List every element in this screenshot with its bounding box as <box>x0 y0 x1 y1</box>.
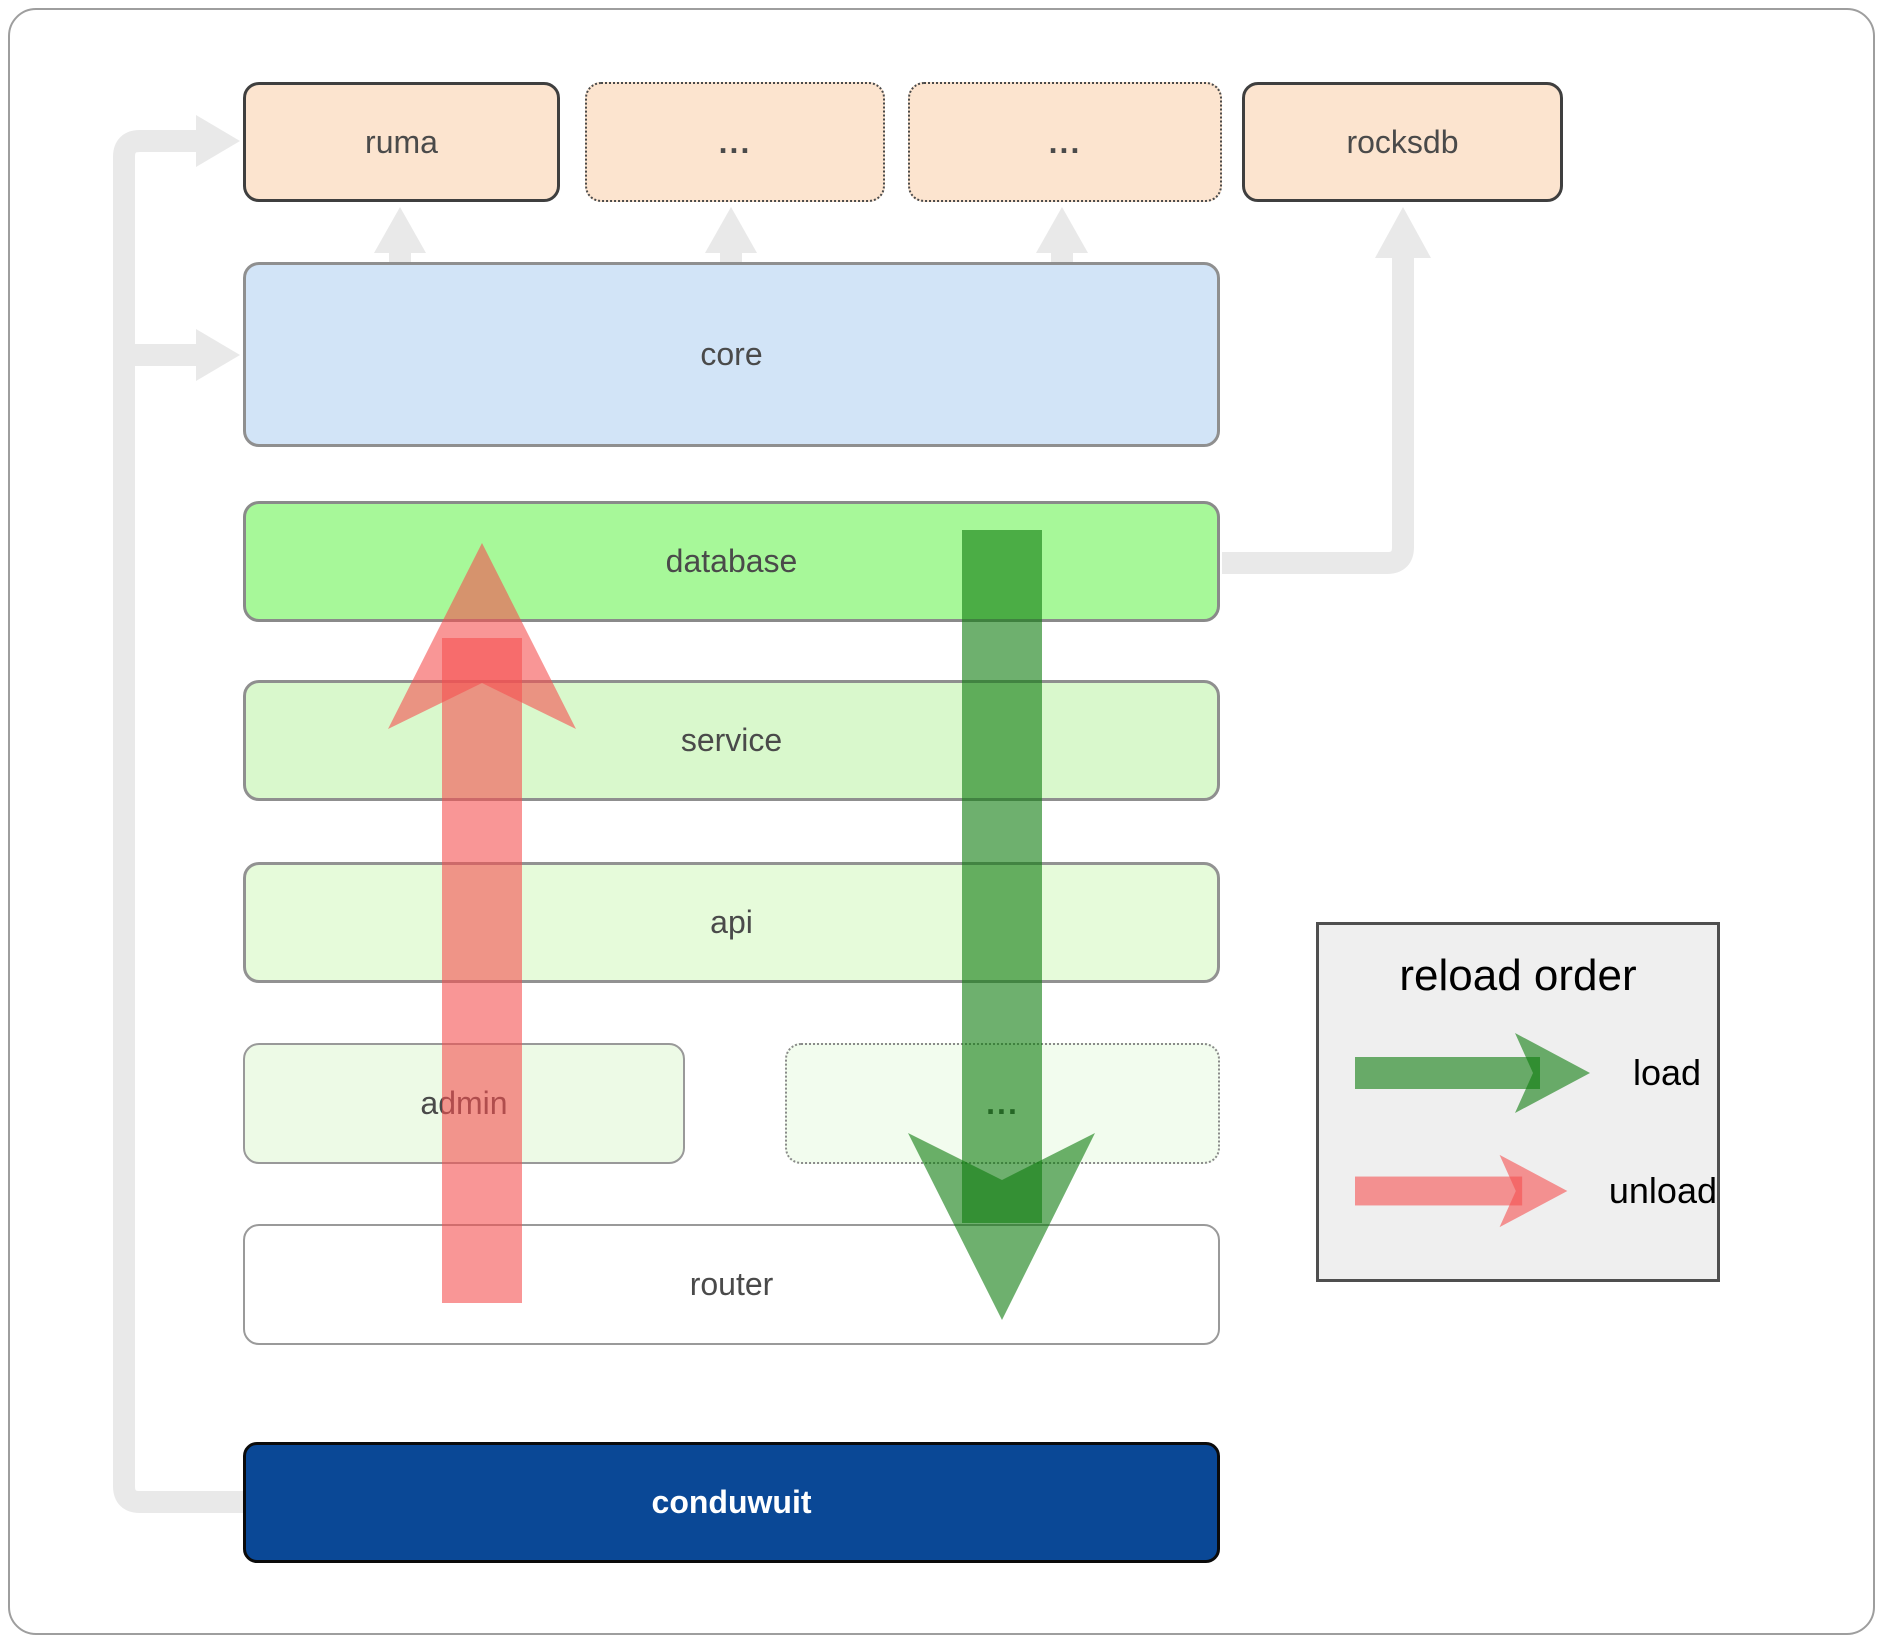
box-external-dep-1-label: ... <box>718 123 752 160</box>
box-external-dep-2: ... <box>908 82 1222 202</box>
legend-row-unload: unload <box>1319 1145 1717 1237</box>
box-ruma-label: ruma <box>365 123 438 160</box>
unload-arrow-icon <box>1355 1154 1568 1228</box>
box-rocksdb: rocksdb <box>1242 82 1563 202</box>
legend-title: reload order <box>1399 951 1637 1000</box>
box-router: router <box>243 1224 1220 1345</box>
box-external-dep-2-label: ... <box>1048 123 1082 160</box>
box-database: database <box>243 501 1220 622</box>
load-arrow-icon <box>1355 1033 1590 1113</box>
box-core-label: core <box>700 336 763 372</box>
box-admin: admin <box>243 1043 685 1164</box>
box-conduwuit: conduwuit <box>243 1442 1220 1563</box>
legend-row-load: load <box>1319 1027 1717 1119</box>
box-external-service: ... <box>785 1043 1220 1164</box>
box-ruma: ruma <box>243 82 560 202</box>
legend: reload order load unload <box>1316 922 1720 1282</box>
box-core: core <box>243 262 1220 447</box>
box-api-label: api <box>710 904 753 940</box>
box-external-dep-1: ... <box>585 82 885 202</box>
box-service: service <box>243 680 1220 801</box>
legend-load-label: load <box>1633 1052 1702 1093</box>
legend-unload-label: unload <box>1608 1170 1717 1211</box>
box-api: api <box>243 862 1220 983</box>
box-conduwuit-label: conduwuit <box>651 1484 812 1520</box>
box-router-label: router <box>689 1266 774 1302</box>
box-service-label: service <box>680 722 783 758</box>
box-rocksdb-label: rocksdb <box>1346 123 1459 160</box>
box-admin-label: admin <box>420 1085 508 1121</box>
diagram-frame <box>8 8 1875 1635</box>
box-external-service-label: ... <box>986 1085 1019 1121</box>
box-database-label: database <box>665 543 798 579</box>
